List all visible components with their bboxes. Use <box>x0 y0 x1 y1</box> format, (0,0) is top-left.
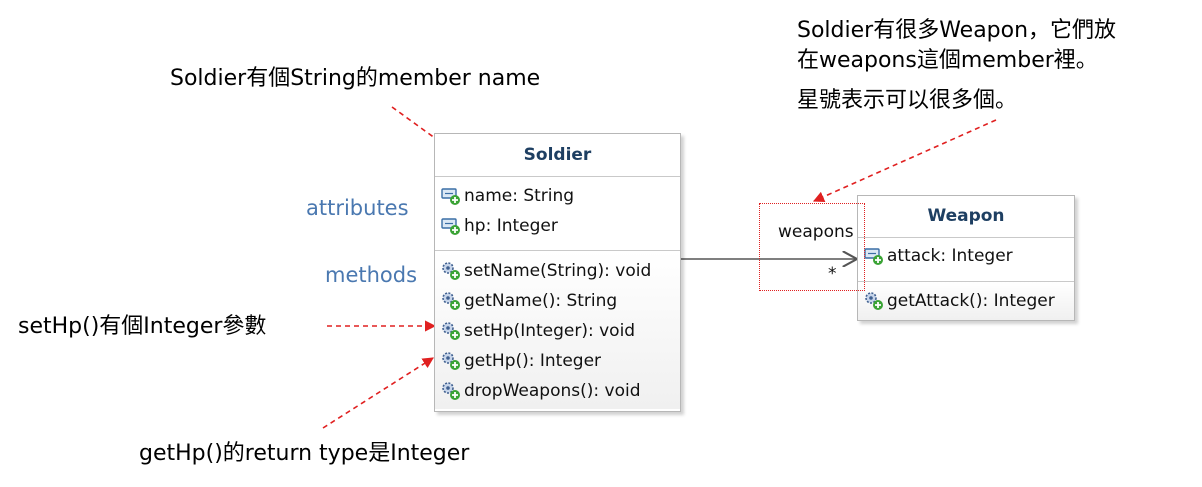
method-text: setName(String): void <box>464 261 652 281</box>
attribute-icon <box>864 248 883 265</box>
weapons-note-line1: Soldier有很多Weapon，它們放 <box>797 18 1117 43</box>
association-multiplicity: * <box>828 264 837 284</box>
method-text: getName(): String <box>464 291 618 311</box>
attribute-icon <box>441 218 460 235</box>
method-icon <box>442 322 460 340</box>
method-text: setHp(Integer): void <box>464 321 636 341</box>
weapons-note-line2: 在weapons這個member裡。 <box>797 48 1098 73</box>
method-icon <box>442 352 460 370</box>
weapons-arrow <box>812 119 997 203</box>
attributes-label: attributes <box>306 196 409 220</box>
attribute-text: attack: Integer <box>887 246 1013 266</box>
weapon-attributes: attack: Integer <box>858 237 1074 281</box>
association-highlight-box <box>759 203 865 291</box>
weapon-class-name: Weapon <box>927 206 1005 226</box>
attribute-text: hp: Integer <box>464 216 558 236</box>
weapon-class[interactable]: Weapon attack: Integer getAttack(): Inte… <box>857 195 1075 321</box>
method-row[interactable]: getAttack(): Integer <box>858 286 1074 316</box>
method-row[interactable]: dropWeapons(): void <box>435 376 680 406</box>
member-name-note: Soldier有個String的member name <box>170 66 541 91</box>
soldier-class-name: Soldier <box>523 145 592 165</box>
method-text: dropWeapons(): void <box>464 381 641 401</box>
gethp-arrow <box>322 357 434 429</box>
method-row[interactable]: getName(): String <box>435 286 680 316</box>
soldier-class[interactable]: Soldier name: String hp: Integer setName… <box>434 133 681 412</box>
method-row[interactable]: setHp(Integer): void <box>435 316 680 346</box>
method-icon <box>442 292 460 310</box>
method-row[interactable]: setName(String): void <box>435 256 680 286</box>
method-icon <box>442 382 460 400</box>
association-role-label: weapons <box>778 222 854 242</box>
weapons-note-line3: 星號表示可以很多個。 <box>797 88 1018 113</box>
attribute-text: name: String <box>464 186 575 206</box>
attribute-row[interactable]: attack: Integer <box>858 241 1074 271</box>
soldier-methods: setName(String): void getName(): String … <box>435 250 680 409</box>
attribute-row[interactable]: name: String <box>435 181 680 211</box>
attribute-row[interactable]: hp: Integer <box>435 211 680 241</box>
method-icon <box>865 292 883 310</box>
method-text: getAttack(): Integer <box>887 291 1055 311</box>
method-icon <box>442 262 460 280</box>
method-text: getHp(): Integer <box>464 351 602 371</box>
attribute-icon <box>441 188 460 205</box>
soldier-attributes: name: String hp: Integer <box>435 176 680 250</box>
methods-label: methods <box>325 263 418 287</box>
sethp-note: setHp()有個Integer參數 <box>18 314 267 339</box>
gethp-note: getHp()的return type是Integer <box>139 441 470 466</box>
weapon-methods: getAttack(): Integer <box>858 281 1074 320</box>
method-row[interactable]: getHp(): Integer <box>435 346 680 376</box>
